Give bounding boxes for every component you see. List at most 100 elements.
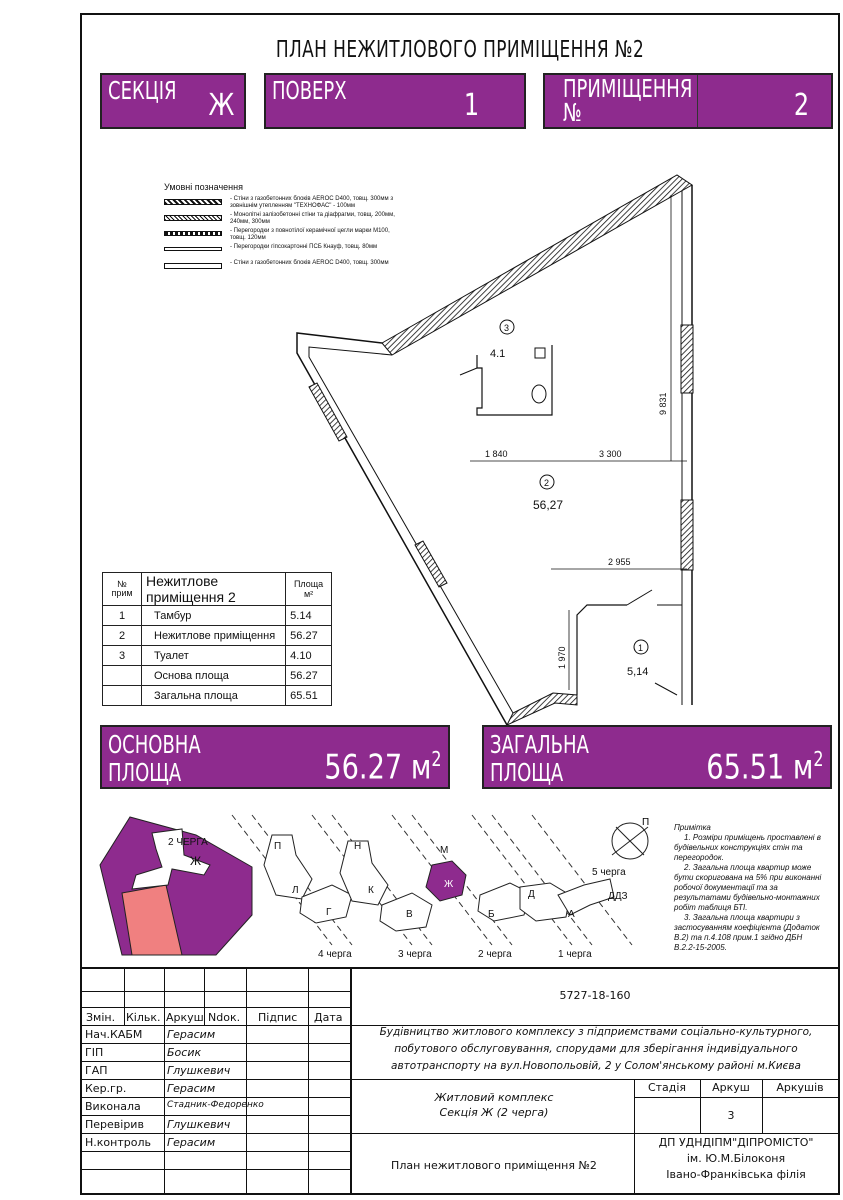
table-row: Основа площа 56.27 — [102, 665, 332, 686]
table-header-row: № прим Нежитлове приміщення 2 Площа м² — [102, 572, 332, 606]
total-area-sup: 2 — [813, 746, 824, 771]
room-value: 2 — [793, 88, 809, 123]
room-2-number: 2 — [544, 478, 549, 488]
vestibule-door — [654, 682, 678, 696]
row-name: Загальна площа — [140, 685, 287, 706]
key-plan-wing — [557, 878, 615, 916]
sheet-value: 3 — [727, 1109, 735, 1122]
role: ГІП — [85, 1046, 104, 1059]
person-name: Глушкевич — [167, 1064, 231, 1077]
left-wall-hatch — [308, 382, 348, 442]
section-label: СЕКЦІЯ — [108, 76, 177, 105]
room-label: ПРИМІЩЕННЯ № — [563, 74, 693, 127]
stamp-header: Підпис — [258, 1011, 298, 1024]
notes-item: 2. Загальна площа квартир може бути скор… — [674, 863, 822, 912]
key-plan-highlight-section — [425, 860, 467, 902]
room-1-number: 1 — [638, 643, 643, 653]
stage-header: Стадія — [647, 1081, 687, 1094]
legend-item: - Стіни з газобетонних блоків AEROC D400… — [164, 260, 394, 276]
room-3-number: 3 — [504, 323, 509, 333]
notes: Примітка 1. Розміри приміщень проставлен… — [674, 823, 824, 953]
stamp-header: Аркуш — [166, 1011, 204, 1024]
table-row: 3 Туалет 4.10 — [102, 645, 332, 666]
key-plan-stage-2: 2 черга — [478, 949, 512, 960]
row-area: 5.14 — [285, 605, 332, 626]
key-plan-section-a: А — [568, 909, 575, 920]
person-name: Герасим — [167, 1082, 216, 1095]
row-name: Основа площа — [140, 665, 287, 686]
organization-name: ім. Ю.М.Білоконя — [686, 1152, 786, 1165]
key-plan-stage-5: 5 черга — [592, 867, 626, 878]
drywall-partition-symbol — [164, 247, 222, 251]
person-name: Глушкевич — [167, 1118, 231, 1131]
legend-heading: Умовні позначення — [164, 182, 243, 192]
dimension-text: 3 300 — [599, 449, 622, 459]
organization-name: ДП УДНДІПМ"ДІПРОМІСТО" — [658, 1136, 814, 1149]
total-area-number: 65.51 м — [706, 747, 814, 787]
dimension-text: 2 955 — [608, 557, 631, 567]
wall-block-symbol — [164, 263, 222, 269]
right-wall-window — [680, 324, 694, 394]
header-area: Площа м² — [285, 572, 332, 606]
key-plan-section-m: М — [440, 845, 448, 856]
notes-item: 3. Загальна площа квартири з застосуванн… — [674, 913, 820, 952]
sheet-header: Аркуш — [712, 1081, 750, 1094]
key-plan-wing — [519, 882, 571, 922]
key-plan-stage-1: 1 черга — [558, 949, 592, 960]
role: Перевірив — [85, 1118, 144, 1131]
key-plan-section-label: Ж — [190, 854, 201, 868]
sink-icon — [534, 347, 546, 359]
room-3-marker — [499, 319, 515, 335]
row-num — [102, 685, 142, 706]
floor-box: ПОВЕРХ 1 — [264, 73, 526, 129]
key-plan-wing — [379, 892, 433, 932]
key-plan-section-b: Б — [488, 909, 495, 920]
monolith-wall-symbol — [164, 215, 222, 221]
toilet-door — [459, 367, 478, 376]
role: Виконала — [85, 1100, 141, 1113]
row-num — [102, 665, 142, 686]
room-3-area: 4.1 — [490, 348, 505, 360]
section-box: СЕКЦІЯ Ж — [100, 73, 246, 129]
wall-aeroc-symbol — [164, 199, 222, 205]
legend-text: - Перегородки гіпсокартонні ПСБ Кнауф, т… — [230, 244, 378, 250]
person-name: Босик — [167, 1046, 202, 1059]
total-area-label-2: ПЛОЩА — [490, 758, 564, 787]
key-plan-stage-3: 3 черга — [398, 949, 432, 960]
key-plan: 2 ЧЕРГА Ж П Л Г Н К В М — [99, 814, 649, 960]
north-arrow-icon: П — [611, 817, 649, 860]
row-num: 2 — [102, 625, 142, 646]
top-diagonal-wall — [381, 174, 693, 356]
vestibule-door — [626, 589, 653, 606]
area-table: № прим Нежитлове приміщення 2 Площа м² 1… — [102, 572, 332, 706]
header-name: Нежитлове приміщення 2 — [140, 572, 287, 606]
room-1-area: 5,14 — [627, 666, 648, 678]
floor-plan: 3 4.1 2 56,27 1 5,14 1 840 3 300 9 831 2… — [296, 174, 694, 725]
role: Нач.КАБМ — [85, 1028, 143, 1041]
key-plan-section-p: П — [274, 841, 281, 852]
total-area-label-1: ЗАГАЛЬНА — [490, 730, 589, 759]
key-plan-stage-4: 4 черга — [318, 949, 352, 960]
total-area-value: 65.51 м2 — [707, 747, 824, 787]
dimension-text: 1 840 — [485, 449, 508, 459]
project-line: Будівництво житлового комплексу з підпри… — [379, 1026, 813, 1038]
stamp-header: Змін. — [86, 1011, 116, 1024]
key-plan-block-white — [131, 828, 211, 890]
stamp-header: Ndок. — [208, 1011, 241, 1024]
title-block: 5727-18-160 Змін. Кільк. Аркуш Ndок. Під… — [82, 967, 838, 1195]
table-row: 1 Тамбур 5.14 — [102, 605, 332, 626]
legend-item: - Перегородки з повнотілої керамічної це… — [164, 228, 394, 244]
key-plan-section-l: Л — [292, 885, 299, 896]
key-plan-section-n: Н — [354, 841, 361, 852]
role: Н.контроль — [85, 1136, 151, 1149]
key-plan-wing — [339, 840, 389, 906]
left-wall-outer — [296, 332, 508, 725]
person-name: Стадник-Федоренко — [167, 1100, 264, 1110]
key-plan-wing — [477, 882, 531, 922]
key-plan-section-k: К — [368, 885, 374, 896]
row-area: 65.51 — [285, 685, 332, 706]
role: Кер.гр. — [85, 1082, 127, 1095]
room-2-marker — [539, 474, 555, 490]
legend-item: - Монолітні залізобетонні стіни та діафр… — [164, 212, 395, 228]
project-line: автотранспорту на вул.Новопольовій, 2 у … — [391, 1060, 801, 1072]
